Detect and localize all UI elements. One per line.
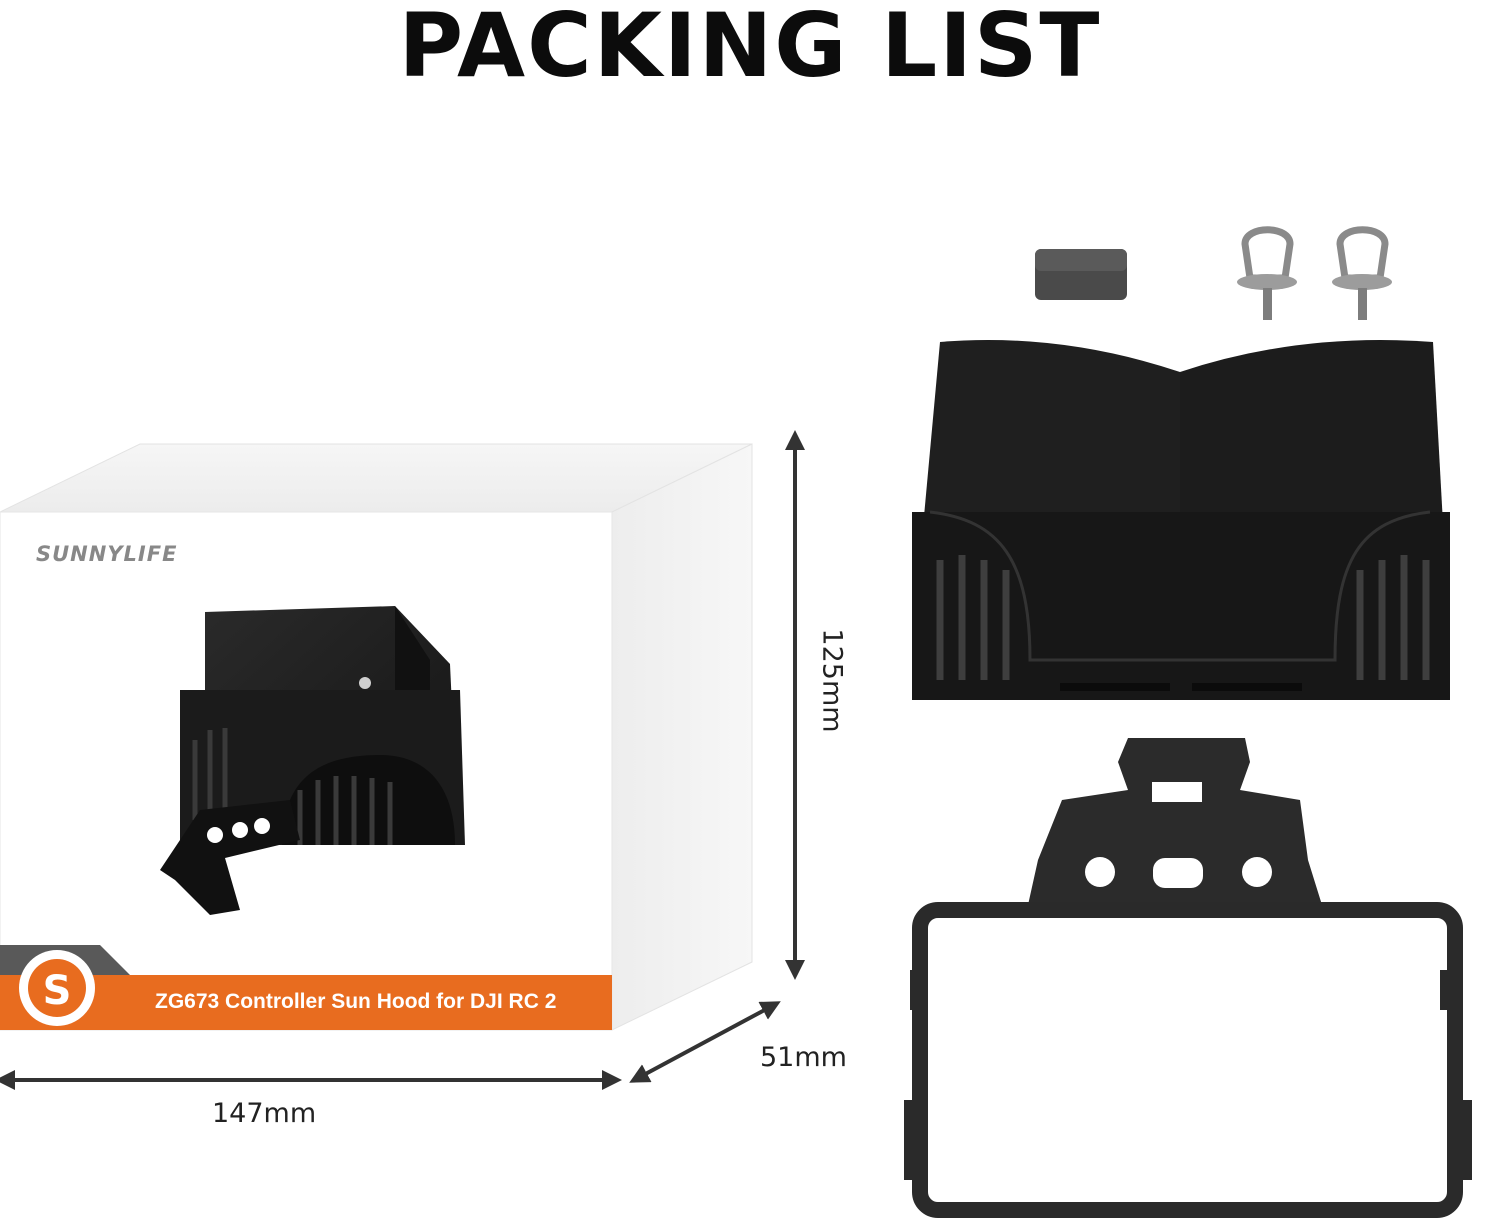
page-title: PACKING LIST bbox=[398, 0, 1102, 97]
product-box: S bbox=[0, 443, 753, 1031]
d-ring-screw-image-1 bbox=[1237, 226, 1297, 320]
product-band bbox=[0, 975, 612, 1030]
brand-logo-text: SUNNYLIFE bbox=[36, 542, 178, 566]
product-band-label: ZG673 Controller Sun Hood for DJI RC 2 bbox=[155, 990, 557, 1013]
frame-clamp-image bbox=[904, 902, 1472, 1218]
mounting-bracket-image bbox=[1028, 738, 1322, 905]
depth-label: 51mm bbox=[760, 1042, 847, 1073]
d-ring-screw-image-2 bbox=[1332, 226, 1392, 320]
height-label: 125mm bbox=[816, 628, 848, 733]
depth-arrow bbox=[629, 1001, 781, 1083]
hood-on-box-image bbox=[160, 606, 465, 915]
rubber-cushion-image bbox=[1035, 249, 1127, 300]
badge-letter: S bbox=[43, 968, 72, 1014]
sun-hood-image bbox=[912, 340, 1450, 700]
width-label: 147mm bbox=[212, 1098, 317, 1129]
